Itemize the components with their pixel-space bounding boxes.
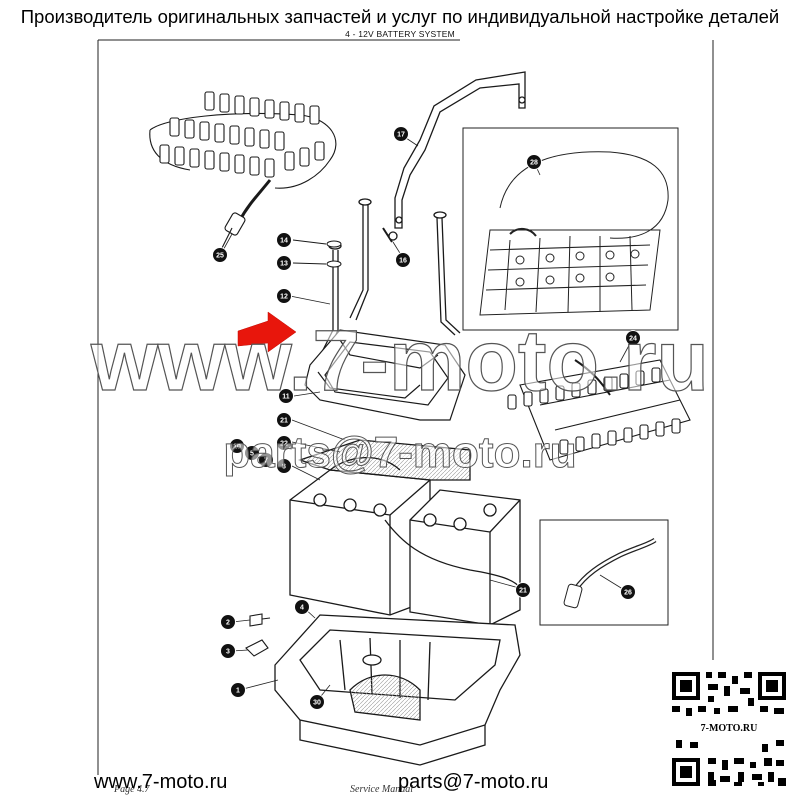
- callout-label-28: 28: [530, 160, 538, 167]
- callout-label-5: 5: [250, 451, 254, 458]
- watermark-email: parts@7-moto.ru: [223, 428, 576, 477]
- callout-2: [220, 614, 236, 630]
- callout-label-2: 2: [226, 620, 230, 627]
- callout-28: [526, 154, 542, 170]
- battery-cover: [304, 329, 466, 421]
- footer-website-link[interactable]: www.7-moto.ru: [94, 771, 228, 793]
- callout-26: [620, 584, 636, 600]
- callout-label-30: 30: [313, 700, 321, 707]
- callout-label-16: 16: [399, 258, 407, 265]
- callout-labels: 17 25 14 13 12 16 11 21 22 10 5 7 8 28 2…: [216, 132, 637, 707]
- qr-caption: 7-MOTO.RU: [670, 723, 788, 735]
- callout-3: [220, 643, 236, 659]
- callout-label-13: 13: [280, 261, 288, 268]
- watermark-main: www.7-moto.ru: [90, 313, 709, 409]
- callout-label-24: 24: [629, 336, 637, 343]
- mounting-bracket: [394, 71, 526, 229]
- battery-tray: [274, 614, 521, 766]
- callout-24: [625, 330, 641, 346]
- callout-4: [294, 599, 310, 615]
- callout-label-12: 12: [280, 294, 288, 301]
- manufacturer-banner: Производитель оригинальных запчастей и у…: [20, 6, 780, 27]
- callout-25: [212, 247, 228, 263]
- battery-pack: [289, 439, 521, 626]
- page-frame: [97, 39, 714, 775]
- callout-13: [276, 255, 292, 271]
- harness-inset: [462, 127, 679, 331]
- callout-label-25: 25: [216, 253, 224, 260]
- callout-label-17: 17: [397, 132, 405, 139]
- callout-label-26: 26: [624, 590, 632, 597]
- callout-12: [276, 288, 292, 304]
- callout-8: [276, 458, 292, 474]
- pointer-arrow-icon: [237, 311, 297, 353]
- screw-and-clip: [245, 613, 271, 657]
- callout-label-14: 14: [280, 238, 288, 245]
- callout-label-3: 3: [226, 649, 230, 656]
- watermark: www.7-moto.ru parts@7-moto.ru: [89, 312, 709, 477]
- callout-16: [395, 252, 411, 268]
- fuse-harness: [149, 91, 337, 249]
- footer-manual-title: Service Manual: [350, 784, 414, 795]
- callout-label-4: 4: [300, 605, 304, 612]
- callout-11: [278, 388, 294, 404]
- footer-page-number: Page 4.7: [114, 784, 150, 795]
- callout-21a: [276, 412, 292, 428]
- callout-10: [229, 438, 245, 454]
- callout-markers: [212, 126, 641, 710]
- callout-label-8: 8: [282, 464, 286, 471]
- washers: [292, 239, 342, 268]
- callout-label-1: 1: [236, 688, 240, 695]
- callout-21b: [515, 582, 531, 598]
- diagram-subtitle: 4 - 12V BATTERY SYSTEM: [345, 29, 455, 39]
- callout-1: [230, 682, 246, 698]
- footer-email-link[interactable]: parts@7-moto.ru: [398, 771, 549, 793]
- callout-30: [309, 694, 325, 710]
- callout-7: [258, 452, 274, 468]
- callout-14: [276, 232, 292, 248]
- wiring-loom: [507, 359, 691, 461]
- callout-22: [276, 435, 292, 451]
- callout-17: [393, 126, 409, 142]
- callout-label-21a: 21: [280, 418, 288, 425]
- callout-label-21b: 21: [519, 588, 527, 595]
- callout-label-7: 7: [264, 458, 268, 465]
- callout-label-22: 22: [280, 441, 288, 448]
- callout-label-10: 10: [233, 444, 241, 451]
- callout-label-11: 11: [282, 394, 290, 401]
- connector-inset: [539, 519, 669, 626]
- callout-5: [244, 445, 260, 461]
